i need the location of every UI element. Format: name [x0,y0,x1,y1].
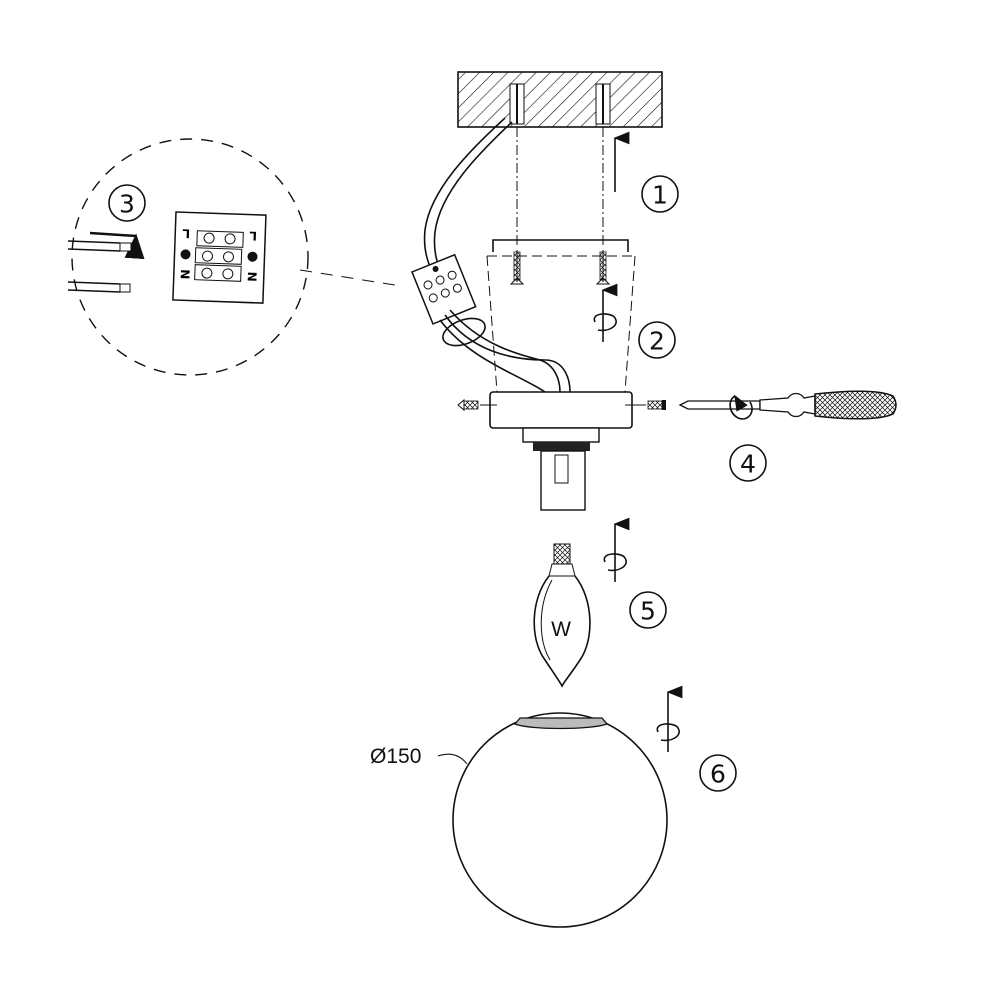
step-6-badge: 6 [699,754,737,792]
terminal-label-live-left: L [182,226,190,240]
svg-text:6: 6 [710,760,726,789]
bulb-wattage-label: W [551,618,571,641]
rotate-icon [593,313,617,332]
screw-right [595,250,611,285]
svg-text:4: 4 [740,450,756,479]
terminal-label-neutral-left: N [178,269,192,280]
wall-plug-right [595,83,611,125]
svg-text:1: 1 [652,181,668,210]
wall-plug-left [509,83,525,125]
candle-bulb: W [533,543,591,688]
terminal-block [411,253,477,325]
step-5-badge: 5 [629,591,667,629]
screwdriver-icon [678,390,897,420]
arrow-right-icon [89,231,145,260]
canopy [486,239,636,411]
screw-left [509,250,525,285]
rotate-icon [729,394,753,420]
lamp-base [489,391,633,511]
wire-neutral [67,281,131,293]
connector-block: L N L N [172,211,267,304]
terminal-label-live-right: L [249,229,257,243]
wiring-detail-inset: 3 L N L N [67,138,396,376]
step-1-badge: 1 [641,175,679,213]
side-screw-left [457,398,497,412]
wire-live [67,240,132,252]
svg-text:5: 5 [640,597,656,626]
svg-text:2: 2 [649,327,665,356]
glass-globe [452,712,668,928]
side-screw-right [625,400,666,410]
ceiling [457,71,663,245]
rotate-icon [603,553,627,572]
svg-text:3: 3 [119,190,135,219]
rotate-icon [656,723,680,742]
step-2-badge: 2 [638,321,676,359]
step-3-badge: 3 [108,184,146,222]
step-4-badge: 4 [729,444,767,482]
globe-diameter-label: Ø150 [370,745,421,768]
terminal-label-neutral-right: N [245,271,259,282]
